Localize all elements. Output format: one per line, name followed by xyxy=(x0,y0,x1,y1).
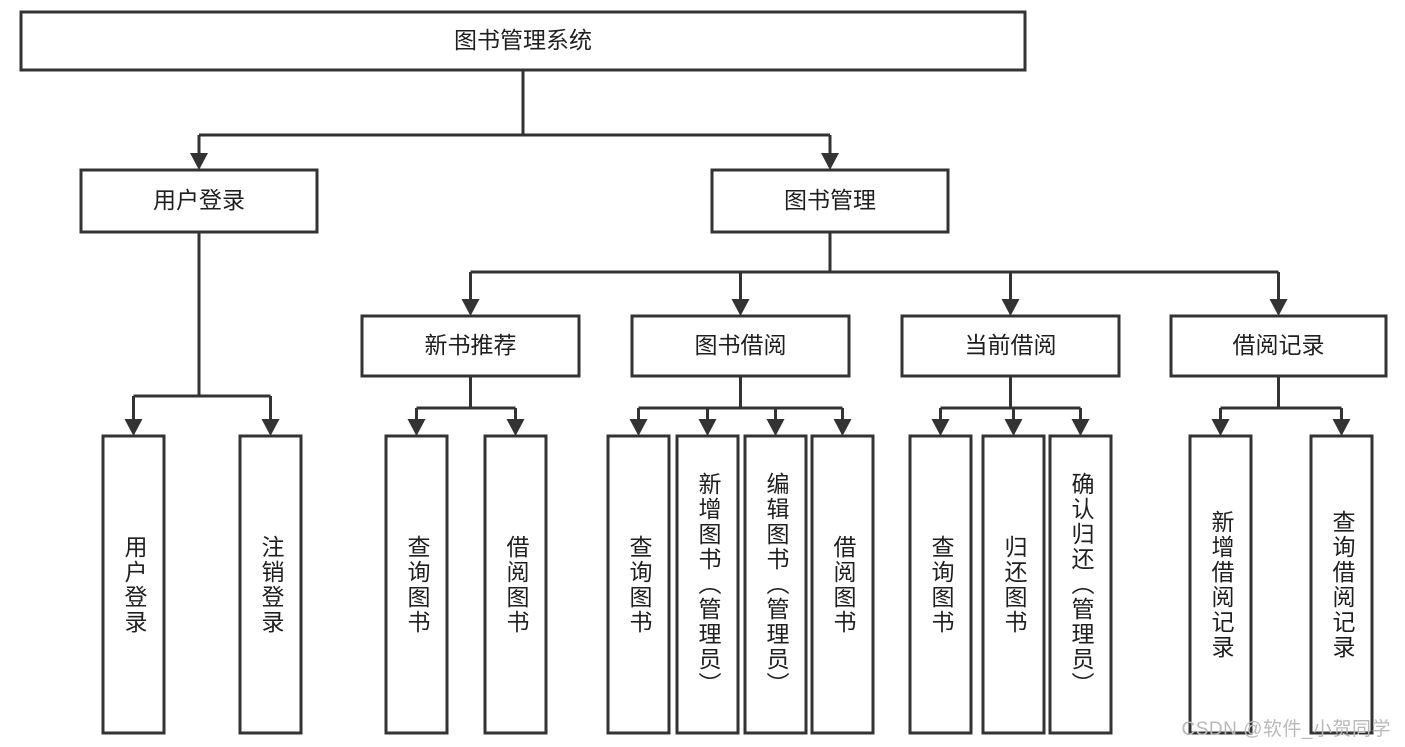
arrow-head-g3-0 xyxy=(1211,419,1230,436)
node-box xyxy=(19,10,1027,72)
leaf-label-wrap-注销登录-1[interactable]: 注销登录 xyxy=(240,436,301,733)
node-box xyxy=(238,434,303,735)
node-box xyxy=(675,434,740,735)
leaf-label: 借阅图书 xyxy=(503,534,529,635)
leaf-label: 查询图书 xyxy=(626,534,652,635)
leaf-label-wrap-借阅图书-7[interactable]: 借阅图书 xyxy=(812,436,873,733)
leaf-label-wrap-查询图书-2[interactable]: 查询图书 xyxy=(386,436,447,733)
leaf-label: 查询图书 xyxy=(404,534,430,635)
leaf-label: 新增借阅记录 xyxy=(1208,509,1234,660)
leaf-label-wrap-确认归还管理员-10[interactable]: 确认归还（管理员） xyxy=(1050,436,1111,733)
leaf-node-查询借阅记录-12[interactable] xyxy=(1309,434,1374,735)
arrow-head-book-mgmt-1 xyxy=(731,299,750,316)
leaf-node-新增借阅记录-11[interactable] xyxy=(1188,434,1253,735)
arrow-head-user-login-1 xyxy=(261,419,280,436)
node-label: 借阅记录 xyxy=(1233,332,1325,358)
arrow-head-g1-3 xyxy=(833,419,852,436)
arrow-head-book-mgmt-3 xyxy=(1269,299,1288,316)
node-box xyxy=(1169,314,1388,378)
node-label: 当前借阅 xyxy=(965,332,1057,358)
arrow-head-root-1 xyxy=(821,153,839,170)
arrow-head-g2-1 xyxy=(1004,419,1023,436)
leaf-label: 确认归还（管理员） xyxy=(1068,472,1094,697)
leaf-node-新增图书管理员-5[interactable] xyxy=(675,434,740,735)
connector-layer xyxy=(124,70,1351,436)
leaf-label-wrap-借阅图书-3[interactable]: 借阅图书 xyxy=(485,436,546,733)
leaf-label-wrap-用户登录-0[interactable]: 用户登录 xyxy=(103,436,164,733)
arrow-head-g1-0 xyxy=(629,419,648,436)
arrow-head-g1-1 xyxy=(698,419,717,436)
node-box xyxy=(79,168,319,234)
leaf-label-wrap-查询图书-8[interactable]: 查询图书 xyxy=(910,436,971,733)
node-label: 用户登录 xyxy=(153,187,245,213)
node-box xyxy=(743,434,808,735)
node-box xyxy=(900,314,1121,378)
leaf-label: 注销登录 xyxy=(258,534,284,635)
node-label: 图书管理系统 xyxy=(454,27,592,53)
level2-node-用户登录[interactable]: 用户登录 xyxy=(79,168,319,234)
leaf-node-注销登录-1[interactable] xyxy=(238,434,303,735)
leaf-label-wrap-编辑图书管理员-6[interactable]: 编辑图书（管理员） xyxy=(745,436,806,733)
leaf-node-确认归还管理员-10[interactable] xyxy=(1048,434,1113,735)
node-box xyxy=(606,434,671,735)
leaf-node-查询图书-2[interactable] xyxy=(384,434,449,735)
level3-node-图书借阅[interactable]: 图书借阅 xyxy=(630,314,851,378)
leaf-label-wrap-新增图书管理员-5[interactable]: 新增图书（管理员） xyxy=(677,436,738,733)
node-label: 新书推荐 xyxy=(425,332,517,358)
leaf-node-查询图书-8[interactable] xyxy=(908,434,973,735)
leaf-label-wrap-查询图书-4[interactable]: 查询图书 xyxy=(608,436,669,733)
leaf-node-查询图书-4[interactable] xyxy=(606,434,671,735)
leaf-label: 查询图书 xyxy=(928,534,954,635)
leaf-node-用户登录-0[interactable] xyxy=(101,434,166,735)
level2-node-图书管理[interactable]: 图书管理 xyxy=(710,168,950,234)
watermark: CSDN @软件_小贺同学 xyxy=(1181,719,1391,740)
leaf-node-归还图书-9[interactable] xyxy=(981,434,1046,735)
arrow-head-g0-1 xyxy=(506,419,525,436)
leaf-node-编辑图书管理员-6[interactable] xyxy=(743,434,808,735)
arrow-head-g2-0 xyxy=(931,419,950,436)
leaf-node-借阅图书-3[interactable] xyxy=(483,434,548,735)
node-box xyxy=(384,434,449,735)
leaf-label: 借阅图书 xyxy=(830,534,856,635)
node-box xyxy=(908,434,973,735)
leaf-label-wrap-新增借阅记录-11[interactable]: 新增借阅记录 xyxy=(1190,436,1251,733)
node-label: 图书管理 xyxy=(784,187,876,213)
node-box xyxy=(360,314,581,378)
arrow-head-root-0 xyxy=(190,153,208,170)
node-label: 图书借阅 xyxy=(695,332,787,358)
node-box xyxy=(1188,434,1253,735)
leaf-label-wrap-归还图书-9[interactable]: 归还图书 xyxy=(983,436,1044,733)
node-box xyxy=(101,434,166,735)
node-box xyxy=(810,434,875,735)
leaf-node-借阅图书-7[interactable] xyxy=(810,434,875,735)
leaf-label: 新增图书（管理员） xyxy=(695,472,721,697)
node-box xyxy=(1048,434,1113,735)
level3-node-借阅记录[interactable]: 借阅记录 xyxy=(1169,314,1388,378)
arrow-head-user-login-0 xyxy=(124,419,143,436)
arrow-head-book-mgmt-2 xyxy=(1001,299,1020,316)
leaf-label: 查询借阅记录 xyxy=(1329,509,1355,660)
level3-node-当前借阅[interactable]: 当前借阅 xyxy=(900,314,1121,378)
arrow-head-g1-2 xyxy=(766,419,785,436)
leaf-label: 归还图书 xyxy=(1001,534,1027,635)
arrow-head-g0-0 xyxy=(407,419,426,436)
arrow-head-book-mgmt-0 xyxy=(461,299,480,316)
arrow-head-g2-2 xyxy=(1071,419,1090,436)
leaf-label: 编辑图书（管理员） xyxy=(763,472,789,697)
node-box xyxy=(483,434,548,735)
node-box xyxy=(981,434,1046,735)
leaf-label: 用户登录 xyxy=(121,534,147,635)
root-node-图书管理系统[interactable]: 图书管理系统 xyxy=(19,10,1027,72)
node-box xyxy=(630,314,851,378)
node-box xyxy=(710,168,950,234)
leaf-label-wrap-查询借阅记录-12[interactable]: 查询借阅记录 xyxy=(1311,436,1372,733)
arrow-head-g3-1 xyxy=(1332,419,1351,436)
node-box xyxy=(1309,434,1374,735)
level3-node-新书推荐[interactable]: 新书推荐 xyxy=(360,314,581,378)
